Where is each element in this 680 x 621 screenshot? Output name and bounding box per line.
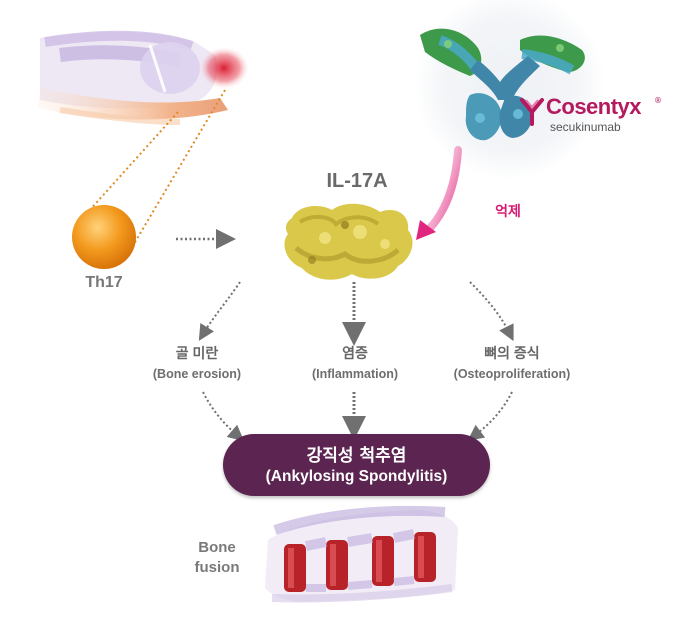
- joint-illustration: [38, 30, 250, 125]
- effect-bone-erosion-en: (Bone erosion): [152, 367, 242, 381]
- brand-name: Cosentyx: [546, 94, 642, 119]
- cosentyx-logo-icon: [520, 98, 544, 126]
- th17-label: Th17: [85, 274, 123, 291]
- effect-inflammation-en: (Inflammation): [311, 367, 399, 381]
- effect-bone-erosion-ko: 골 미란: [175, 345, 219, 361]
- effect-osteoproliferation-en: (Osteoproliferation): [453, 367, 571, 381]
- effect-bone-erosion: 골 미란 (Bone erosion): [132, 343, 262, 381]
- bone-fusion-line2: fusion: [194, 559, 240, 576]
- bone-fusion-line1: Bone: [198, 539, 236, 556]
- effect-osteoproliferation-ko: 뼈의 증식: [484, 345, 540, 361]
- il17a-label: IL-17A: [326, 170, 388, 192]
- arrow-to-bone-erosion: [198, 281, 241, 341]
- generic-name: secukinumab: [550, 120, 621, 134]
- effect-inflammation: 염증 (Inflammation): [290, 343, 420, 381]
- zoom-line-right: [127, 89, 226, 255]
- disease-name-en: (Ankylosing Spondylitis): [265, 468, 448, 485]
- il17a-protein: [284, 203, 413, 280]
- th17-cell: [72, 205, 136, 269]
- bone-fusion-label: Bone fusion: [187, 538, 247, 578]
- disease-pill: 강직성 척추염 (Ankylosing Spondylitis): [223, 434, 490, 496]
- registered-mark: ®: [654, 96, 662, 105]
- cosentyx-brand: Cosentyx ® secukinumab: [516, 94, 666, 140]
- arrow-to-osteoproliferation: [469, 281, 514, 342]
- inhibition-arrow: [416, 146, 462, 240]
- fused-spine-illustration: [265, 505, 458, 603]
- disease-name-ko: 강직성 척추염: [306, 446, 407, 466]
- effect-inflammation-ko: 염증: [342, 345, 368, 361]
- zoom-line-left: [87, 111, 179, 213]
- arrow-bone-erosion-to-disease: [202, 391, 245, 442]
- arrow-osteo-to-disease: [467, 391, 513, 441]
- inhibition-label: 억제: [495, 203, 521, 219]
- effect-osteoproliferation: 뼈의 증식 (Osteoproliferation): [432, 343, 592, 381]
- antibody-molecule: [420, 28, 585, 141]
